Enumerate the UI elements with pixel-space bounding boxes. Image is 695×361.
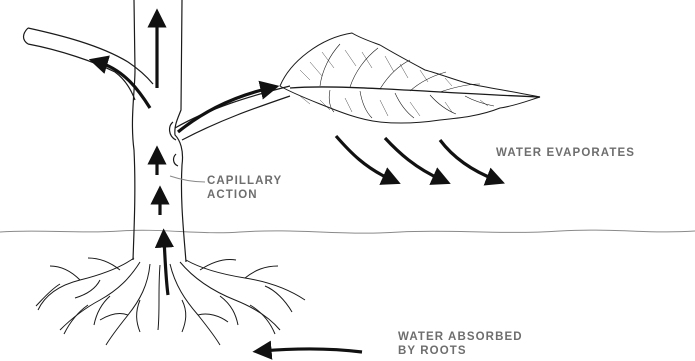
capillary-action-line1: CAPILLARY: [207, 174, 282, 188]
water-evaporates-label: WATER EVAPORATES: [496, 146, 635, 160]
left-branch-arrow: [98, 62, 150, 108]
evaporation-arrow-3: [440, 140, 496, 180]
water-flow-arrows: [98, 18, 496, 352]
capillary-pointer-line: [170, 176, 205, 182]
root-arrow: [164, 238, 168, 295]
absorption-arrow: [262, 349, 362, 352]
leaf: [280, 33, 540, 123]
capillary-action-line2: ACTION: [207, 188, 282, 202]
water-absorbed-line2: BY ROOTS: [398, 344, 523, 358]
roots: [36, 258, 305, 345]
ground-line: [0, 230, 695, 233]
water-evaporates-text: WATER EVAPORATES: [496, 146, 635, 160]
water-absorbed-line1: WATER ABSORBED: [398, 330, 523, 344]
water-absorbed-label: WATER ABSORBED BY ROOTS: [398, 330, 523, 358]
evaporation-arrow-2: [385, 138, 442, 180]
capillary-action-label: CAPILLARY ACTION: [207, 174, 282, 202]
evaporation-arrow-1: [336, 136, 392, 180]
